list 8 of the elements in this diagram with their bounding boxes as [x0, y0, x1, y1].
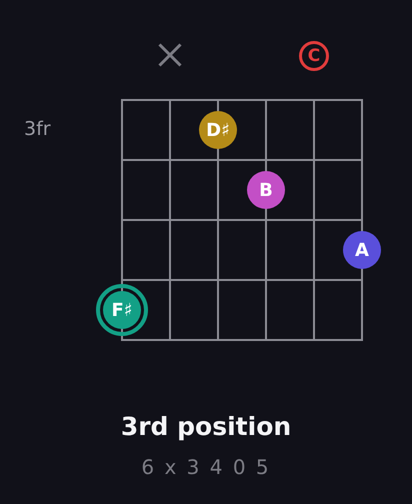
note-dot: B	[247, 171, 285, 209]
chord-title: 3rd position	[120, 412, 292, 441]
root-note-dot: F♯	[96, 284, 148, 336]
open-string-marker: C	[299, 41, 329, 71]
fret-number: 3fr	[24, 118, 51, 140]
note-dot: D♯	[199, 111, 237, 149]
note-dot: A	[343, 231, 381, 269]
fingering-caption: 6 x 3 4 0 5	[140, 455, 272, 479]
